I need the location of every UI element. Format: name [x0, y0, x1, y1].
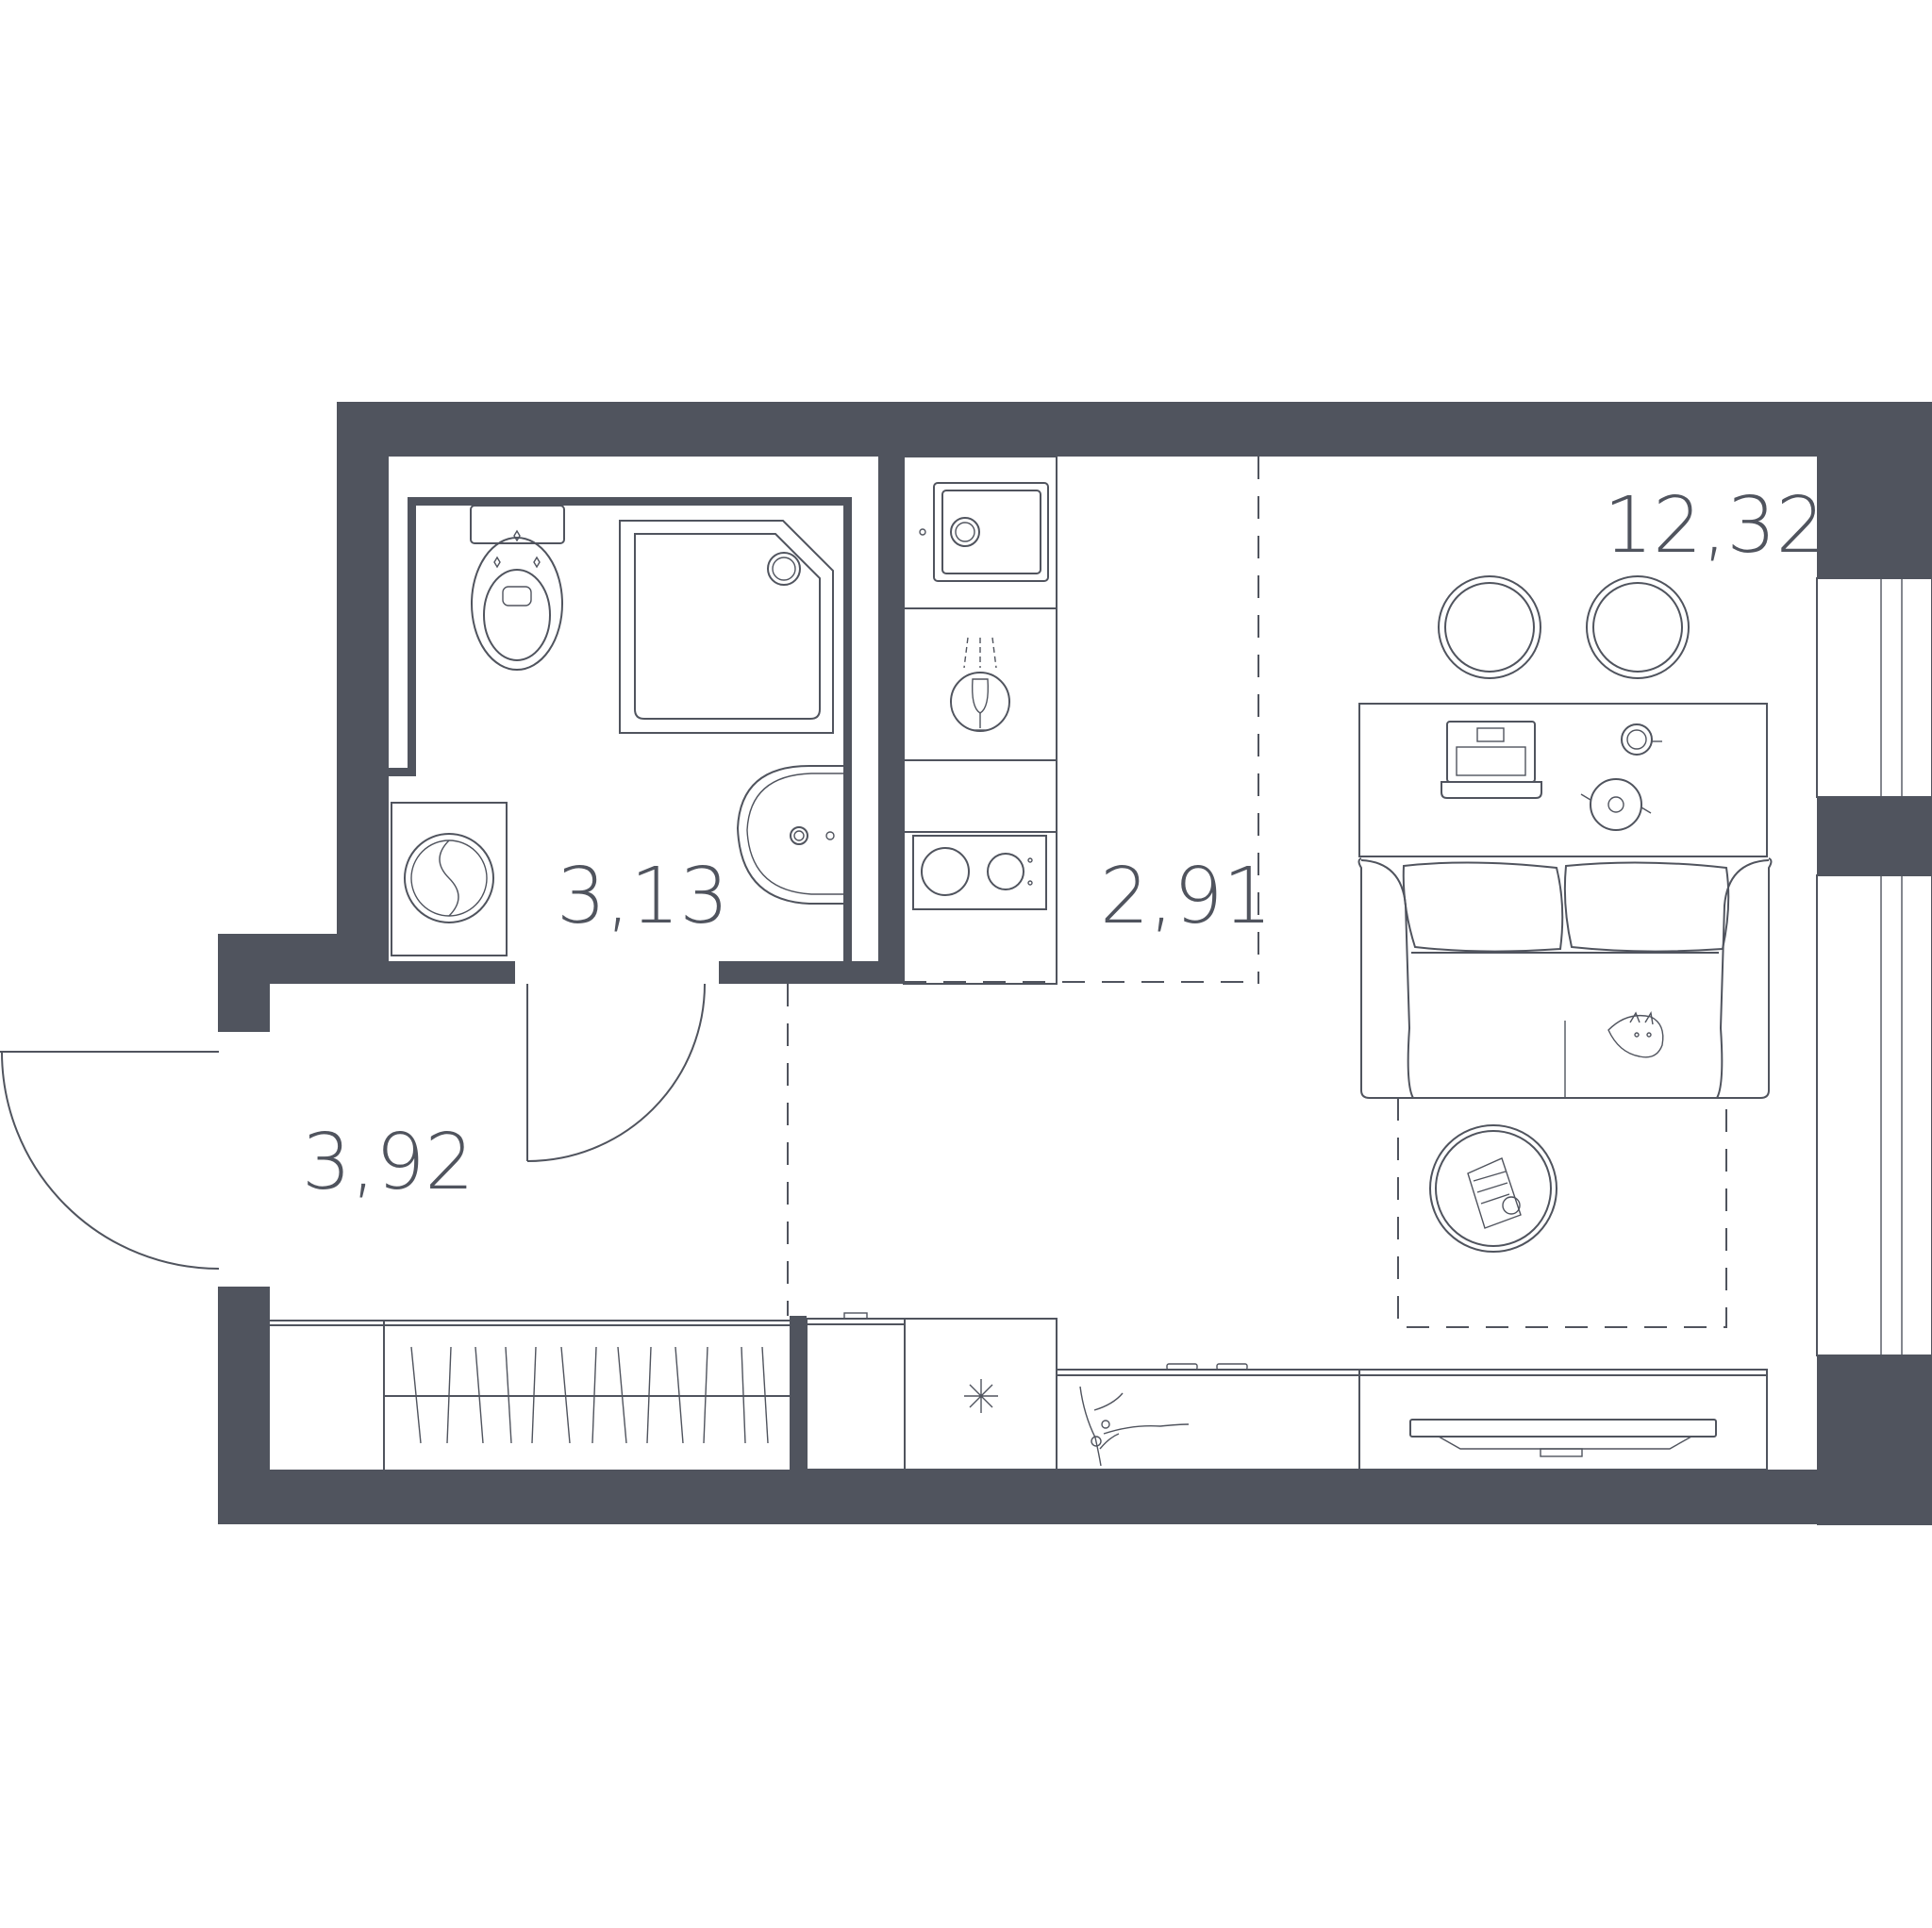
walls — [218, 402, 1932, 1525]
wall-bath-bottom-left — [389, 961, 515, 984]
bath-liner-top — [408, 497, 852, 506]
bath-liner-left — [408, 497, 416, 776]
wall-bath-bottom-right — [719, 961, 904, 984]
bathroom-area: 3,13 — [557, 852, 729, 941]
sofa — [1357, 857, 1773, 1099]
bathroom-door — [526, 983, 706, 1162]
laptop-icon — [1441, 721, 1542, 799]
tv-console — [1358, 1369, 1768, 1471]
dishwasher — [950, 637, 1010, 732]
coffee-table — [1429, 1124, 1557, 1253]
wall-wardrobe-stub — [790, 1316, 807, 1470]
wall-bottom — [218, 1470, 1932, 1524]
kitchen-area: 2,91 — [1100, 852, 1273, 941]
living-room-area: 12,32 — [1604, 481, 1825, 571]
bath-liner-step — [389, 768, 416, 776]
cat-icon — [1607, 1011, 1664, 1058]
wall-top — [337, 402, 1932, 457]
stools — [1438, 575, 1690, 679]
wall-right-pier — [1817, 797, 1932, 875]
sink — [736, 765, 843, 905]
entrance-door — [0, 1051, 220, 1270]
hall-wardrobe — [270, 1320, 790, 1470]
toilet — [470, 505, 565, 671]
zone-lines — [787, 457, 1259, 1316]
windows — [1816, 577, 1932, 1356]
window-upper — [1816, 577, 1932, 798]
kitchen-sink — [919, 482, 1049, 582]
wall-left-upper — [337, 402, 389, 980]
cup-icon — [1621, 723, 1662, 756]
hallway-area: 3,92 — [302, 1118, 475, 1207]
wall-hall-left-top — [218, 934, 270, 1032]
low-cabinet — [1056, 1363, 1360, 1471]
fridge-cabinet — [806, 1312, 1058, 1471]
bath-liner-right — [843, 497, 852, 961]
teapot-icon — [1580, 778, 1652, 831]
desk — [1358, 703, 1768, 857]
washing-machine — [391, 802, 508, 956]
rug — [1397, 1098, 1727, 1328]
wall-bath-kitchen — [878, 457, 904, 984]
kitchen-counter — [903, 456, 1058, 985]
window-lower — [1816, 874, 1932, 1356]
wall-right-upper — [1817, 402, 1932, 578]
wall-hall-left-bottom — [218, 1287, 270, 1524]
cooktop — [912, 835, 1047, 910]
shower-tray — [619, 520, 834, 734]
